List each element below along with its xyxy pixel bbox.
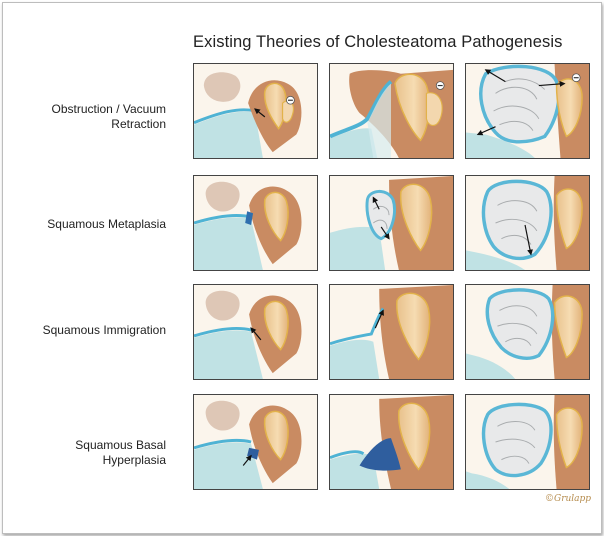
row-label-basal-hyperplasia: Squamous Basal Hyperplasia (75, 438, 166, 467)
figure-title: Existing Theories of Cholesteatoma Patho… (193, 33, 563, 51)
panel-basal-hyperplasia-2 (329, 394, 454, 490)
panel-basal-hyperplasia-1 (193, 394, 318, 490)
panel-basal-hyperplasia-3 (465, 394, 590, 490)
copyright-signature: ©Grulapp (545, 494, 592, 504)
row-label-immigration: Squamous Immigration (42, 323, 166, 337)
row-label-obstruction: Obstruction / Vacuum Retraction (51, 102, 167, 131)
panel-immigration-3 (465, 284, 590, 380)
panel-metaplasia-2 (329, 175, 454, 271)
panel-obstruction-2 (329, 63, 454, 159)
panel-metaplasia-3 (465, 175, 590, 271)
panel-metaplasia-1 (193, 175, 318, 271)
row-label-metaplasia: Squamous Metaplasia (47, 217, 166, 231)
panel-immigration-2 (329, 284, 454, 380)
panel-obstruction-3 (465, 63, 590, 159)
panel-immigration-1 (193, 284, 318, 380)
panel-obstruction-1 (193, 63, 318, 159)
